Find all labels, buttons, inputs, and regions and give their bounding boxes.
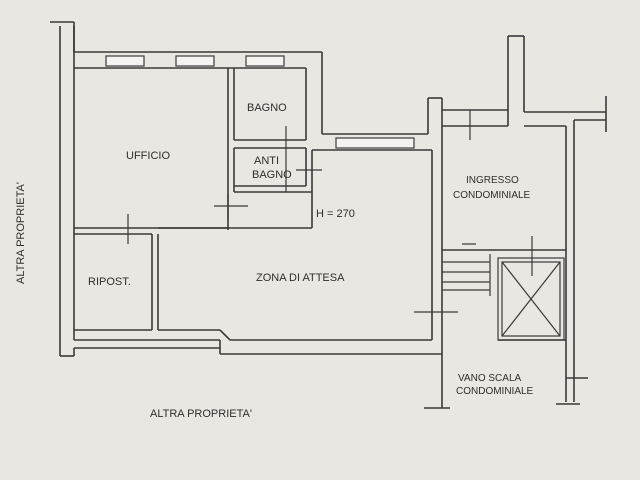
window-bagno xyxy=(245,55,285,67)
room-label-ingresso-line2: CONDOMINIALE xyxy=(453,190,531,201)
room-label-antibagno-line1: ANTI xyxy=(254,155,279,167)
room-label-ufficio: UFFICIO xyxy=(126,150,170,162)
window-ufficio-2 xyxy=(175,55,215,67)
room-label-antibagno-line2: BAGNO xyxy=(252,169,292,181)
height-label: H = 270 xyxy=(316,208,355,220)
neighbour-label-bottom: ALTRA PROPRIETA' xyxy=(150,408,252,420)
room-label-ingresso-line1: INGRESSO xyxy=(466,175,519,186)
stair-block-walls xyxy=(442,35,607,405)
window-ufficio-1 xyxy=(105,55,145,67)
windows xyxy=(105,55,415,149)
room-label-vano-scala-line1: VANO SCALA xyxy=(458,373,521,384)
outer-walls xyxy=(50,21,450,409)
neighbour-label-left: ALTRA PROPRIETA' xyxy=(15,182,27,284)
door-marks xyxy=(127,110,533,313)
room-label-vano-scala-line2: CONDOMINIALE xyxy=(456,386,534,397)
room-label-ripostiglio: RIPOST. xyxy=(88,276,131,288)
room-label-zona-attesa: ZONA DI ATTESA xyxy=(256,272,345,284)
room-label-bagno: BAGNO xyxy=(247,102,287,114)
window-attesa xyxy=(335,137,415,149)
